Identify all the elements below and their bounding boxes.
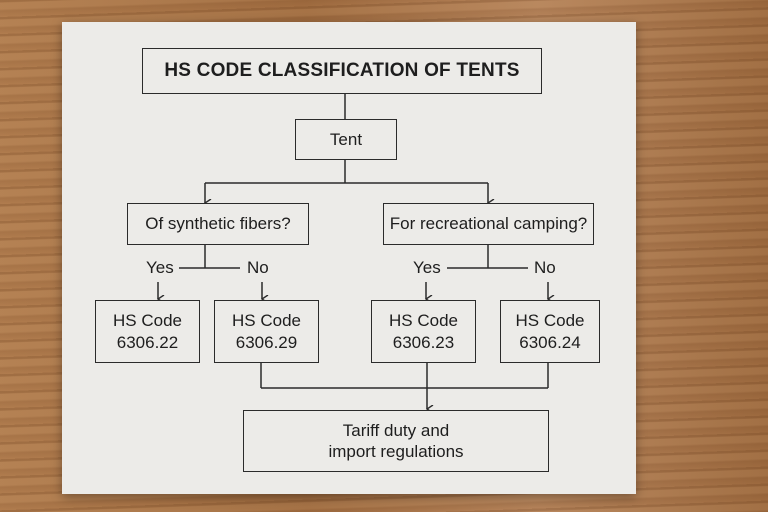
leaf-hs-6306-29: HS Code 6306.29 [214,300,319,363]
diagram-title: HS CODE CLASSIFICATION OF TENTS [142,48,542,94]
root-node-tent: Tent [295,119,397,160]
leaf-hs-6306-24: HS Code 6306.24 [500,300,600,363]
left-no-label: No [247,258,269,277]
right-no-label: No [534,258,556,277]
leaf-hs-6306-23: HS Code 6306.23 [371,300,476,363]
question-recreational-camping: For recreational camping? [383,203,594,245]
question-synthetic-fibers: Of synthetic fibers? [127,203,309,245]
outcome-tariff-duty: Tariff duty and import regulations [243,410,549,472]
right-yes-label: Yes [413,258,441,277]
leaf-hs-6306-22: HS Code 6306.22 [95,300,200,363]
left-yes-label: Yes [146,258,174,277]
